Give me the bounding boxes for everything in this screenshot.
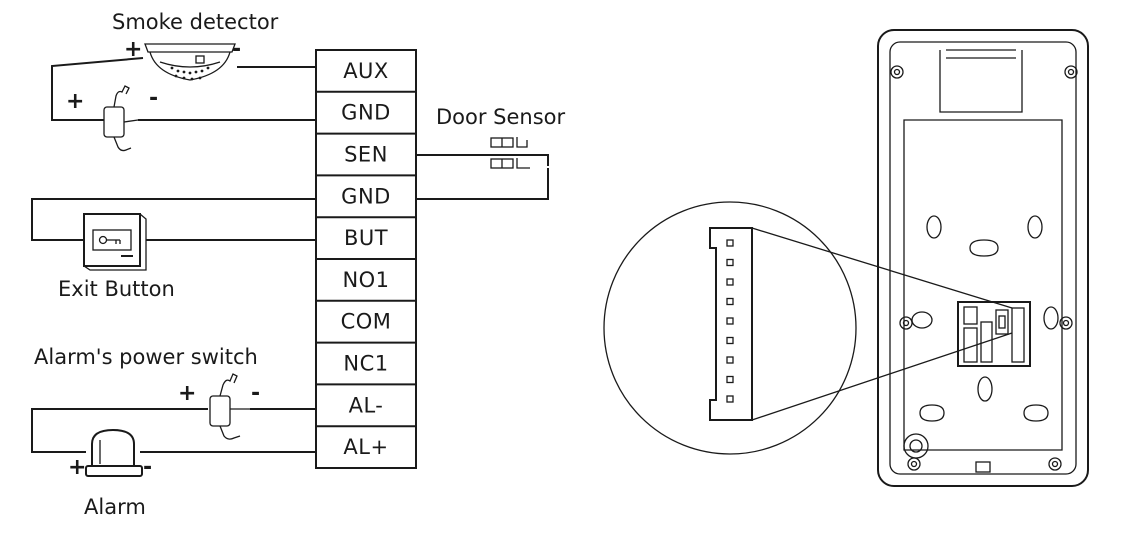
connector-pin — [726, 317, 734, 325]
power-switch-icon-top — [103, 85, 139, 152]
switch-top-minus-sign: - — [149, 86, 158, 111]
alarm-wires — [31, 408, 316, 453]
terminal-com: COM — [341, 310, 392, 334]
connector-pin — [726, 278, 734, 286]
exit-button-icon — [83, 213, 147, 271]
zoomed-connector — [709, 227, 753, 421]
power-switch-icon-bottom — [209, 373, 250, 440]
door-sensor-label: Door Sensor — [436, 105, 566, 129]
smoke-detector-wires — [51, 57, 316, 121]
exit-button-label: Exit Button — [58, 277, 175, 301]
connector-pin — [726, 336, 734, 345]
connector-pin — [726, 258, 734, 267]
smoke-plus-sign: + — [124, 37, 142, 62]
connector-zoom-circle — [603, 201, 1013, 455]
connector-pin — [726, 356, 734, 364]
switch-bottom-plus-sign: + — [178, 381, 196, 406]
terminal-al_minus: AL- — [349, 393, 384, 417]
alarm-plus-sign: + — [68, 455, 86, 480]
device-back-panel — [877, 29, 1089, 487]
connector-pin — [726, 375, 734, 384]
switch-bottom-minus-sign: - — [251, 381, 260, 406]
alarm-label: Alarm — [84, 495, 146, 519]
connector-pin — [726, 395, 734, 403]
switch-top-plus-sign: + — [66, 89, 84, 114]
smoke-detector-icon — [144, 43, 236, 81]
terminal-aux: AUX — [343, 59, 389, 83]
terminal-no1: NO1 — [342, 268, 389, 292]
connector-pin — [726, 239, 734, 247]
connector-pin — [726, 297, 734, 306]
terminal-but: BUT — [344, 226, 388, 250]
smoke-detector-label: Smoke detector — [112, 10, 279, 34]
door-sensor-wires — [416, 154, 549, 200]
door-sensor-icon — [490, 137, 530, 169]
exit-button-wires — [31, 198, 316, 241]
terminal-al_plus: AL+ — [343, 435, 388, 459]
alarm-minus-sign: - — [143, 455, 152, 480]
corner-screw-icons — [890, 65, 1078, 471]
terminal-gnd2: GND — [341, 184, 391, 208]
alarm-icon — [85, 428, 143, 477]
smoke-minus-sign: - — [232, 37, 241, 62]
alarm-power-switch-label: Alarm's power switch — [34, 345, 258, 369]
terminal-gnd1: GND — [341, 101, 391, 125]
terminal-nc1: NC1 — [343, 352, 388, 376]
terminal-sen: SEN — [344, 143, 388, 167]
